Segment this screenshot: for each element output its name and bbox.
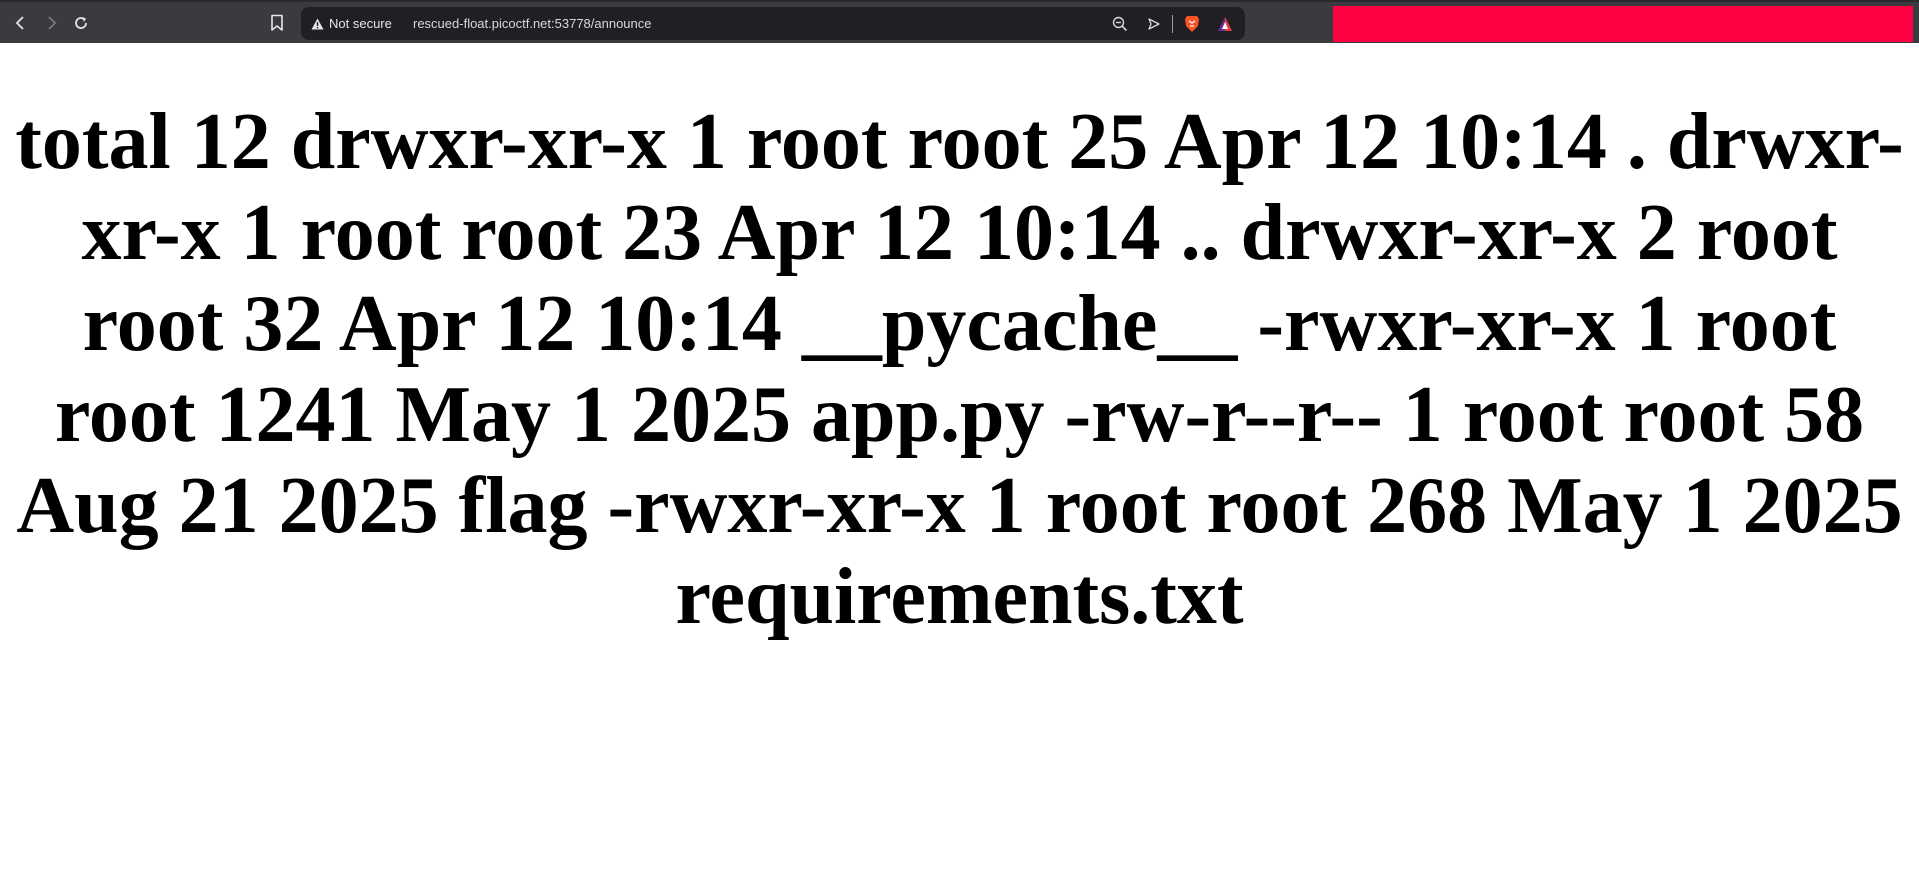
browser-toolbar: Not secure rescued-float.picoctf.net:537…: [0, 0, 1919, 43]
directory-listing-heading: total 12 drwxr-xr-x 1 root root 25 Apr 1…: [15, 98, 1904, 641]
zoom-button[interactable]: [1109, 13, 1131, 35]
brave-rewards-icon: [1218, 17, 1232, 31]
brave-shields-icon: [1185, 16, 1199, 32]
page-content: total 12 drwxr-xr-x 1 root root 25 Apr 1…: [0, 43, 1919, 643]
chevron-left-icon: [15, 16, 24, 30]
security-indicator[interactable]: Not secure: [311, 7, 392, 40]
share-button[interactable]: [1143, 13, 1165, 35]
bookmark-button[interactable]: [266, 11, 288, 35]
bookmark-icon: [271, 14, 283, 31]
security-label: Not secure: [329, 16, 392, 31]
url-divider: [1172, 15, 1173, 33]
forward-button[interactable]: [38, 10, 64, 36]
reload-button[interactable]: [68, 10, 94, 36]
chevron-right-icon: [48, 16, 57, 30]
url-text[interactable]: rescued-float.picoctf.net:53778/announce: [413, 16, 652, 31]
warning-triangle-icon: [311, 18, 324, 29]
brave-rewards-button[interactable]: [1214, 13, 1236, 35]
reload-icon: [75, 17, 87, 29]
zoom-out-icon: [1112, 16, 1128, 32]
brave-shields-button[interactable]: [1181, 13, 1203, 35]
address-bar[interactable]: Not secure rescued-float.picoctf.net:537…: [301, 7, 1245, 40]
send-icon: [1148, 18, 1160, 30]
back-button[interactable]: [8, 10, 34, 36]
redacted-region: [1333, 6, 1913, 42]
